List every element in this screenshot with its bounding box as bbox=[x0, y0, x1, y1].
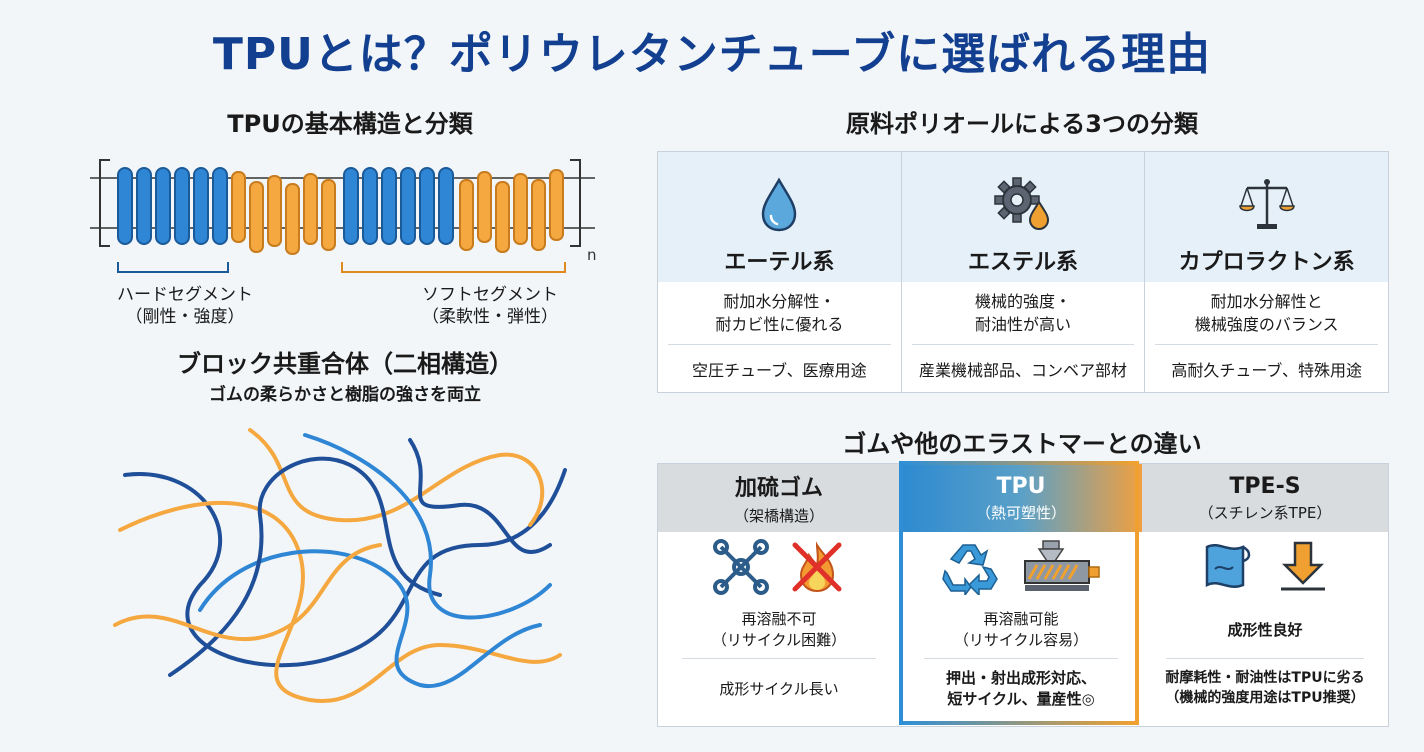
polyol-props-caprolactone: 耐加水分解性と 機械強度のバランス bbox=[1155, 282, 1379, 345]
water-drop-icon bbox=[762, 177, 797, 232]
compare-col-tpes: TPE-S （スチレン系TPE） 成形性良好 耐摩耗性・耐油性はTPUに劣る （… bbox=[1142, 464, 1388, 726]
down-arrow-icon bbox=[1281, 541, 1325, 591]
polyol-props-ester: 機械的強度・ 耐油性が高い bbox=[911, 282, 1135, 345]
hard-segment-1 bbox=[117, 167, 228, 245]
compare-sub-tpes: （スチレン系TPE） bbox=[1198, 503, 1332, 522]
block-copolymer-subtitle: ゴムの柔らかさと樹脂の強さを両立 bbox=[209, 385, 481, 405]
compare-sub-rubber: （架橋構造） bbox=[733, 507, 824, 525]
polyol-use-ether: 空圧チューブ、医療用途 bbox=[692, 360, 867, 380]
polymer-chain-illustration bbox=[113, 428, 567, 704]
crosslink-icon bbox=[713, 539, 769, 595]
compare-col-rubber: 加硫ゴム （架橋構造） 再溶融不可 （リサイクル困難） 成形サイクル長い bbox=[658, 464, 900, 726]
block-copolymer-title: ブロック共重合体（二相構造） bbox=[177, 350, 513, 378]
polyol-use-ester: 産業機械部品、コンベア部材 bbox=[919, 360, 1128, 380]
polyol-heading: 原料ポリオールによる3つの分類 bbox=[846, 110, 1198, 138]
soft-segment-1 bbox=[231, 171, 336, 255]
page-title: TPUとは？ポリウレタンチューブに選ばれる理由 bbox=[212, 29, 1212, 80]
polyol-col-caprolactone: カプロラクトン系 耐加水分解性と 機械強度のバランス 高耐久チューブ、特殊用途 bbox=[1145, 152, 1389, 392]
hard-segment-2 bbox=[343, 167, 454, 245]
soft-segment-2 bbox=[459, 169, 564, 253]
repeat-n: n bbox=[587, 246, 597, 264]
no-fire-icon bbox=[792, 541, 842, 593]
hard-segment-label: ハードセグメント （剛性・強度） bbox=[117, 285, 253, 328]
polyol-col-ether: エーテル系 耐加水分解性・ 耐カビ性に優れる 空圧チューブ、医療用途 bbox=[658, 152, 902, 392]
polyol-props-ether: 耐加水分解性・ 耐カビ性に優れる bbox=[668, 282, 891, 345]
segment-diagram: n bbox=[90, 159, 597, 273]
compare-text1-rubber: 再溶融不可 （リサイクル困難） bbox=[711, 610, 847, 649]
polyol-name-ether: エーテル系 bbox=[724, 250, 835, 275]
polyol-name-ester: エステル系 bbox=[968, 250, 1079, 275]
compare-text2-tpes: 耐摩耗性・耐油性はTPUに劣る （機械的強度用途はTPU推奨） bbox=[1165, 670, 1365, 706]
polyol-use-caprolactone: 高耐久チューブ、特殊用途 bbox=[1171, 360, 1362, 380]
structure-heading: TPUの基本構造と分類 bbox=[227, 110, 473, 138]
compare-text1-tpes: 成形性良好 bbox=[1227, 620, 1303, 639]
polyol-table: エーテル系 耐加水分解性・ 耐カビ性に優れる 空圧チューブ、医療用途 エステル系… bbox=[657, 151, 1389, 393]
compare-name-rubber: 加硫ゴム bbox=[734, 476, 823, 501]
balance-scale-icon bbox=[1238, 179, 1295, 229]
compare-heading: ゴムや他のエラストマーとの違い bbox=[842, 430, 1202, 458]
polyol-name-caprolactone: カプロラクトン系 bbox=[1178, 250, 1355, 275]
compare-name-tpes: TPE-S bbox=[1229, 473, 1301, 499]
polyol-col-ester: エステル系 機械的強度・ 耐油性が高い 産業機械部品、コンベア部材 bbox=[901, 152, 1146, 392]
soft-segment-label: ソフトセグメント （柔軟性・弾性） bbox=[422, 285, 558, 328]
sheet-icon bbox=[1205, 544, 1251, 588]
compare-text2-rubber: 成形サイクル長い bbox=[719, 679, 839, 698]
gear-drop-icon bbox=[994, 177, 1050, 231]
tpu-highlight-frame bbox=[899, 461, 1139, 725]
